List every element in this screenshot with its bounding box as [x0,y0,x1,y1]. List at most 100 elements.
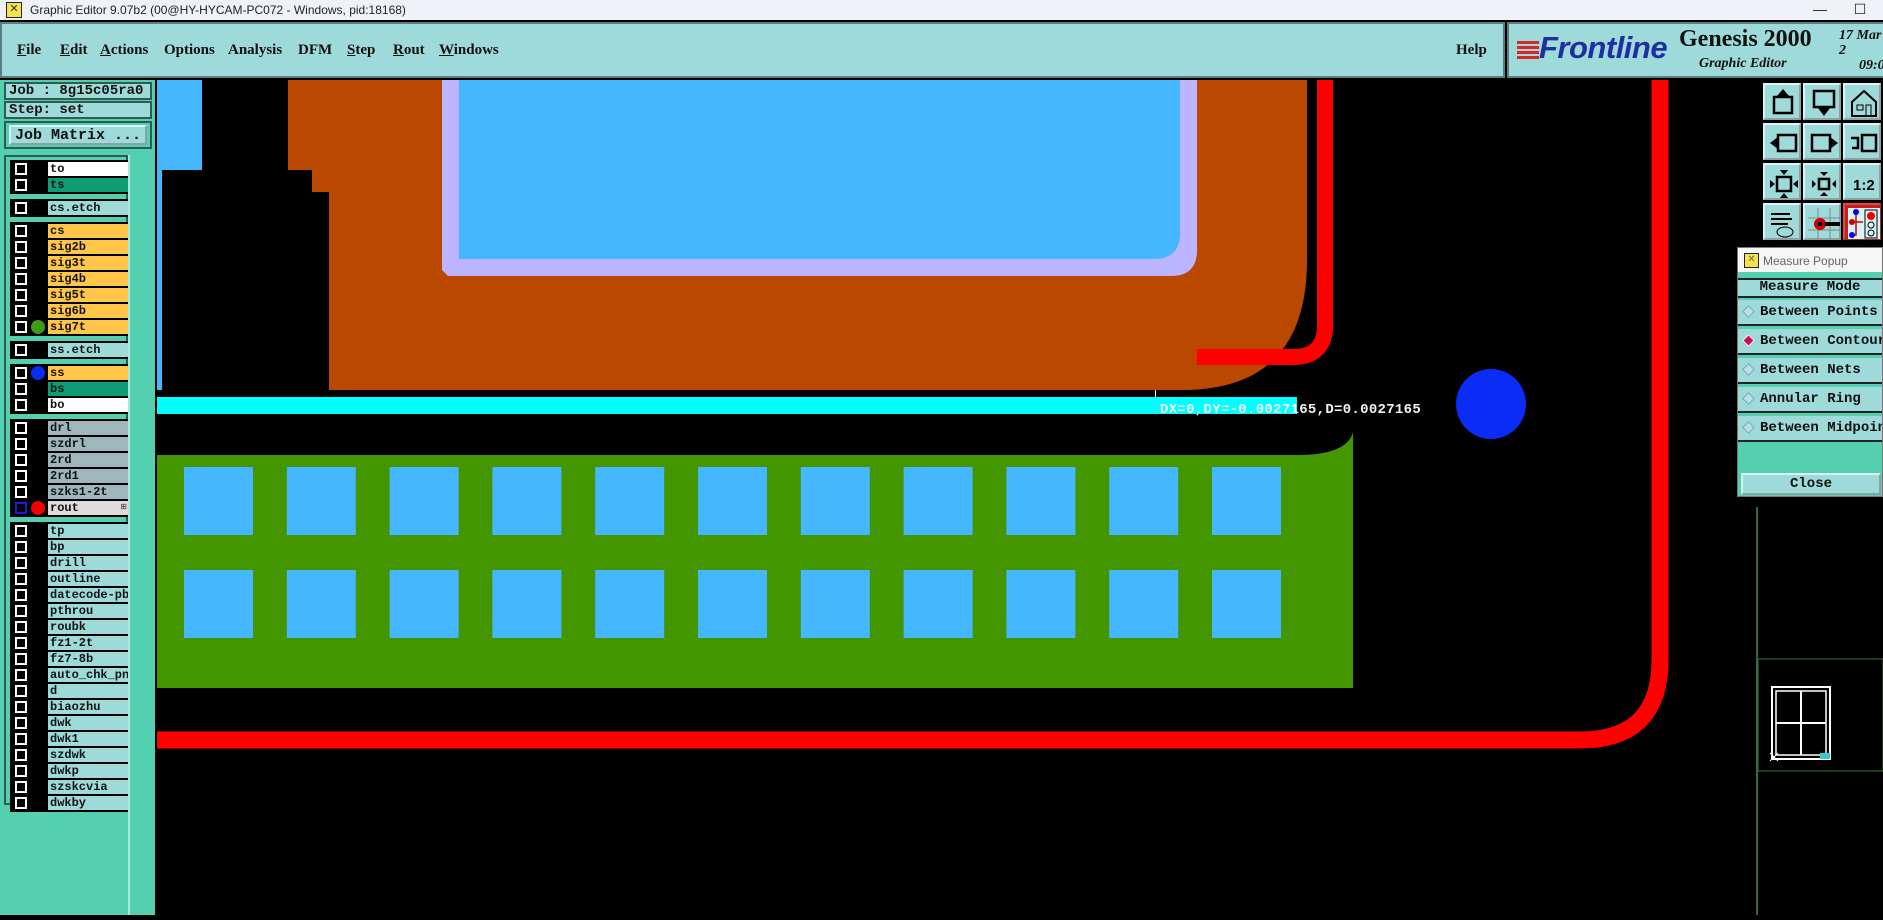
layer-row[interactable]: bo [11,397,129,413]
layer-row[interactable]: dwkp [11,763,129,779]
layer-checkbox[interactable] [15,241,27,253]
pan-left-button[interactable] [1763,123,1801,160]
layer-list-scrollbar[interactable] [128,155,152,915]
layer-name[interactable]: szskcvia [48,780,129,794]
layer-row[interactable]: datecode-pbc [11,587,129,603]
layer-name[interactable]: dwkp [48,764,129,778]
measure-mode-option[interactable]: Between Midpoints [1738,416,1882,442]
layer-name[interactable]: bs [48,382,129,396]
layer-row[interactable]: szdwk [11,747,129,763]
layer-checkbox[interactable] [15,685,27,697]
layer-checkbox[interactable] [15,321,27,333]
layer-row[interactable]: sig3t [11,255,129,271]
overview-panel[interactable] [1740,497,1883,915]
menu-actions[interactable]: Actions [100,42,148,59]
layer-row[interactable]: sig7t [11,319,129,335]
layer-name[interactable]: sig2b [48,240,129,254]
layer-name[interactable]: bo [48,398,129,412]
radio-diamond-icon[interactable] [1742,421,1755,434]
layer-checkbox[interactable] [15,422,27,434]
layer-row[interactable]: fz7-8b [11,651,129,667]
netlist-button[interactable] [1843,203,1881,240]
layer-checkbox[interactable] [15,225,27,237]
menu-analysis[interactable]: Analysis [228,42,283,58]
undo-view-button[interactable] [1843,123,1881,160]
zoom-up-button[interactable] [1763,83,1801,120]
layer-name[interactable]: szdwk [48,748,129,762]
layer-row[interactable]: szks1-2t [11,484,129,500]
layer-name[interactable]: cs.etch [48,201,129,215]
layer-name[interactable]: pthrou [48,604,129,618]
layer-checkbox[interactable] [15,749,27,761]
layer-row[interactable]: cs.etch [11,200,129,216]
minimize-button[interactable]: — [1813,1,1827,17]
layer-name[interactable]: cs [48,224,129,238]
snap-button[interactable] [1803,203,1841,240]
layer-checkbox[interactable] [15,621,27,633]
layer-name[interactable]: datecode-pbc [48,588,129,602]
layer-checkbox[interactable] [15,589,27,601]
radio-diamond-icon[interactable] [1742,305,1755,318]
layer-name[interactable]: rout [48,501,129,515]
layer-row[interactable]: pthrou [11,603,129,619]
layer-row[interactable]: drl [11,420,129,436]
layer-checkbox[interactable] [15,637,27,649]
layer-checkbox[interactable] [15,399,27,411]
layer-name[interactable]: sig3t [48,256,129,270]
popup-titlebar[interactable]: ✕ Measure Popup [1738,248,1882,272]
menu-options[interactable]: Options [164,42,215,58]
layer-name[interactable]: bp [48,540,129,554]
layer-row[interactable]: sig6b [11,303,129,319]
layer-row[interactable]: ss [11,365,129,381]
layer-row[interactable]: roubk [11,619,129,635]
layer-name[interactable]: roubk [48,620,129,634]
layer-row[interactable]: 2rd1 [11,468,129,484]
layer-checkbox[interactable] [15,541,27,553]
layer-name[interactable]: biaozhu [48,700,129,714]
layer-checkbox[interactable] [15,557,27,569]
layer-name[interactable]: sig7t [48,320,129,334]
layer-name[interactable]: d [48,684,129,698]
layer-name[interactable]: ts [48,178,129,192]
layer-checkbox[interactable] [15,273,27,285]
layer-row[interactable]: cs [11,223,129,239]
measure-mode-option[interactable]: Between Points [1738,300,1882,326]
layer-checkbox[interactable] [15,163,27,175]
center-button[interactable] [1803,163,1841,200]
expand-icon[interactable]: ⊞ [120,502,127,511]
menu-file[interactable]: File [17,42,41,59]
layer-checkbox[interactable] [15,701,27,713]
tools-button[interactable] [1763,203,1801,240]
layer-name[interactable]: dwk [48,716,129,730]
layer-name[interactable]: tp [48,524,129,538]
layer-row[interactable]: szdrl [11,436,129,452]
layer-row[interactable]: biaozhu [11,699,129,715]
layer-checkbox[interactable] [15,454,27,466]
measure-mode-option[interactable]: Between Nets [1738,358,1882,384]
layer-checkbox[interactable] [15,733,27,745]
layer-checkbox[interactable] [15,525,27,537]
layer-row[interactable]: fz1-2t [11,635,129,651]
layer-checkbox[interactable] [15,781,27,793]
layer-name[interactable]: dwkby [48,796,129,810]
menu-windows[interactable]: Windows [439,42,499,59]
layer-checkbox[interactable] [15,305,27,317]
layer-row[interactable]: outline [11,571,129,587]
layer-name[interactable]: outline [48,572,129,586]
menu-dfm[interactable]: DFM [298,42,333,58]
layer-checkbox[interactable] [15,717,27,729]
layer-checkbox[interactable] [15,765,27,777]
layer-checkbox[interactable] [15,383,27,395]
menu-rout[interactable]: Rout [393,42,425,59]
radio-diamond-icon[interactable] [1742,334,1755,347]
measure-mode-option[interactable]: Between Contours [1738,329,1882,355]
layer-row[interactable]: sig4b [11,271,129,287]
layer-checkbox[interactable] [15,669,27,681]
layer-checkbox[interactable] [15,179,27,191]
layer-name[interactable]: szdrl [48,437,129,451]
layer-checkbox[interactable] [15,202,27,214]
layer-row[interactable]: szskcvia [11,779,129,795]
layer-name[interactable]: ss.etch [48,343,129,357]
layer-name[interactable]: sig6b [48,304,129,318]
layer-row[interactable]: tp [11,523,129,539]
